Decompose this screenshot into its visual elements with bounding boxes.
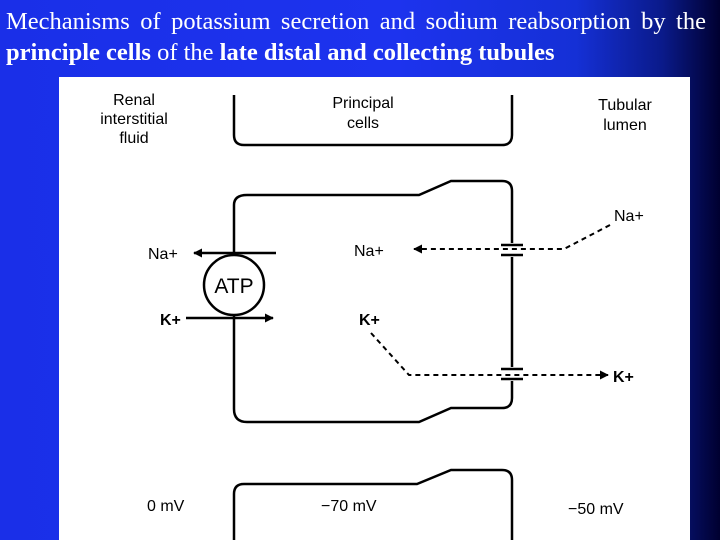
k-channel [501,367,523,381]
principal-cell-diagram: ATP Na+ K+ Na+ Na+ K+ K+ Renal interstit… [100,92,653,540]
atp-label: ATP [214,275,253,298]
na-cell-label: Na+ [354,243,384,260]
pump-na-label: Na+ [148,246,178,263]
svg-text:interstitial: interstitial [100,111,168,128]
diagram-panel: ATP Na+ K+ Na+ Na+ K+ K+ Renal interstit… [59,77,690,540]
principal-cell-membrane [232,179,514,424]
upper-cell-membrane [232,95,514,147]
k-lumen-label: K+ [613,369,634,386]
svg-text:lumen: lumen [603,117,647,134]
tubular-lumen-label: Tubular lumen [598,97,652,134]
title-text-1: Mechanisms of potassium secretion and so… [6,8,706,35]
svg-text:cells: cells [347,115,379,132]
principal-cells-label: Principal cells [332,95,393,132]
title-bold-principle-cells: principle cells [6,39,151,66]
k-lumen-flow [370,332,609,380]
pump-k-label: K+ [160,312,181,329]
potential-lumen: −50 mV [568,501,624,518]
svg-text:fluid: fluid [119,130,148,147]
potential-interstitial: 0 mV [147,498,185,515]
na-lumen-label: Na+ [614,208,644,225]
slide-title: Mechanisms of potassium secretion and so… [6,6,706,68]
title-text-2: of the [150,39,220,66]
potential-cell: −70 mV [321,498,377,515]
lower-cell-membrane [232,468,514,540]
svg-text:Tubular: Tubular [598,97,652,114]
svg-text:Renal: Renal [113,92,155,109]
atp-pump [202,253,266,317]
title-bold-tubules: late distal and collecting tubules [219,39,555,66]
interstitial-fluid-label: Renal interstitial fluid [100,92,168,147]
k-cell-label: K+ [359,312,380,329]
svg-text:Principal: Principal [332,95,393,112]
